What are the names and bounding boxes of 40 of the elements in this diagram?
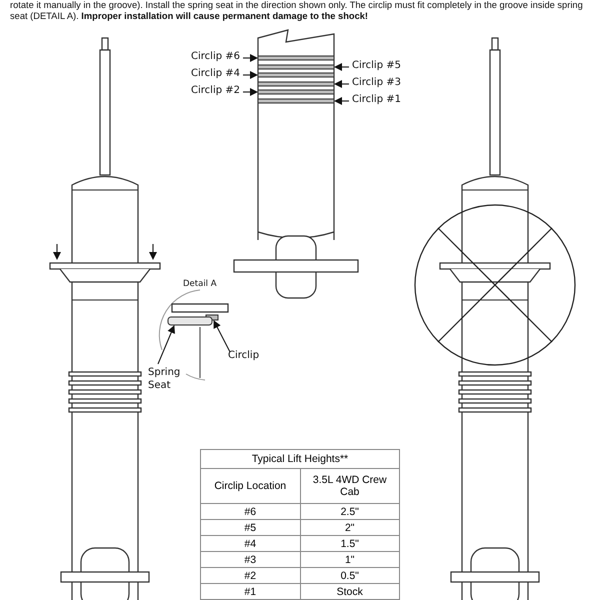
leader-line [334, 97, 350, 105]
circlip-groove [258, 56, 334, 60]
part-label: Circlip #2 [180, 85, 240, 96]
circlip-groove [258, 72, 334, 78]
part-label: Circlip #6 [180, 51, 240, 62]
column-header: 3.5L 4WD Crew Cab [300, 468, 400, 504]
part-label: Spring Seat [148, 366, 184, 392]
table-cell: 1.5" [300, 536, 400, 552]
leader-line [242, 71, 258, 79]
circlip-groove [258, 90, 334, 94]
part-label: Circlip #3 [352, 77, 412, 88]
table-cell: #6 [200, 504, 300, 520]
instruction-note: rotate it manually in the groove). Install the spring seat in the direction shown only. The circlip must fit completely in the groove inside spring seat (DETAIL A). Improper installation will cause permanent damage to the shock! [10, 0, 584, 22]
table-cell: #1 [200, 584, 300, 600]
circlip-groove [258, 64, 334, 70]
detail-caption: Detail A [183, 279, 217, 289]
table-cell: 2.5" [300, 504, 400, 520]
table-cell: Stock [300, 584, 400, 600]
circlip-groove [258, 98, 334, 104]
leader-line [214, 320, 230, 352]
part-label: Circlip #5 [352, 60, 412, 71]
circlip-groove [258, 82, 334, 86]
leader-line [334, 63, 350, 71]
spring-seat [168, 316, 212, 326]
part-label: Circlip #1 [352, 94, 412, 105]
table-cell: 2" [300, 520, 400, 536]
table-cell: 1" [300, 552, 400, 568]
leader-line [334, 80, 350, 88]
table-cell: #5 [200, 520, 300, 536]
part-label: Circlip [228, 350, 268, 361]
column-header: Circlip Location [200, 468, 300, 504]
leader-line [242, 54, 258, 62]
table-cell: 0.5" [300, 568, 400, 584]
table-cell: #2 [200, 568, 300, 584]
leader-line [242, 88, 258, 96]
table-cell: #3 [200, 552, 300, 568]
table-title: Typical Lift Heights** [200, 450, 400, 468]
part-label: Circlip #4 [180, 68, 240, 79]
leader-line [158, 325, 175, 364]
table-cell: #4 [200, 536, 300, 552]
